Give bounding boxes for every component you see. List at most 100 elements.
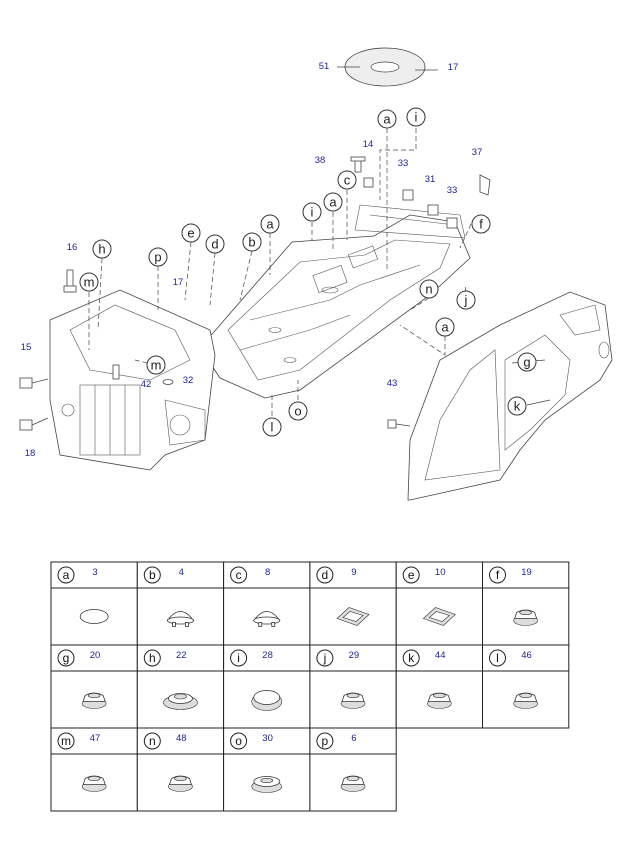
- legend-part-number: 44: [435, 650, 446, 661]
- legend-cell-o: o 30: [223, 727, 311, 812]
- callout-letter: a: [266, 217, 274, 232]
- callout-letter: l: [271, 420, 274, 435]
- legend-part-number: 10: [435, 567, 446, 578]
- part-number-label: 15: [21, 342, 32, 353]
- callout-letter: m: [151, 358, 162, 373]
- legend-part-rect-frame-icon: [336, 607, 370, 626]
- callout-d: d: [205, 234, 225, 254]
- legend-part-plug-round-icon: [427, 692, 452, 709]
- callout-j: j: [456, 290, 476, 310]
- callout-letter: i: [311, 205, 314, 220]
- legend-part-number: 22: [176, 650, 187, 661]
- callout-letter: c: [344, 173, 351, 188]
- callout-i: i: [302, 202, 322, 222]
- callout-letter: a: [383, 112, 391, 127]
- callout-letter: h: [98, 242, 105, 257]
- callout-c: c: [337, 170, 357, 190]
- legend-part-cap-tabs-icon: [166, 611, 195, 627]
- part-number-label: 17: [448, 62, 459, 73]
- part-number-label: 38: [315, 155, 326, 166]
- legend-cell-e: e 10: [395, 561, 484, 646]
- legend-part-number: 6: [351, 733, 356, 744]
- legend-letter: e: [408, 568, 415, 582]
- legend-letter: b: [149, 568, 156, 582]
- legend-letter: d: [322, 568, 329, 582]
- legend-part-number: 48: [176, 733, 187, 744]
- legend-part-number: 28: [262, 650, 273, 661]
- callout-letter: d: [211, 237, 218, 252]
- front-end-illustration: [49, 289, 216, 471]
- part-number-label: 31: [425, 174, 436, 185]
- callout-letter: e: [187, 226, 194, 241]
- legend-part-number: 20: [90, 650, 101, 661]
- part-number-label: 43: [387, 378, 398, 389]
- callout-letter: i: [415, 110, 418, 125]
- callout-a: a: [260, 214, 280, 234]
- legend-letter: n: [149, 734, 156, 748]
- legend-letter: m: [61, 734, 71, 748]
- callout-p: p: [148, 247, 168, 267]
- legend-part-number: 4: [179, 567, 184, 578]
- legend-cell-g: g 20: [50, 644, 138, 729]
- legend-letter: g: [63, 651, 70, 665]
- callout-l: l: [262, 417, 282, 437]
- callout-k: k: [507, 396, 527, 416]
- legend-cell-m: m 47: [50, 727, 138, 812]
- legend-part-plug-round-icon: [81, 692, 107, 709]
- legend-letter: a: [63, 568, 70, 582]
- callout-letter: k: [514, 399, 521, 414]
- legend-cell-l: l 46: [482, 644, 570, 729]
- callout-letter: p: [154, 250, 161, 265]
- legend-cell-n: n 48: [136, 727, 225, 812]
- callout-i: i: [406, 107, 426, 127]
- legend-part-number: 46: [521, 650, 532, 661]
- callout-b: b: [242, 232, 262, 252]
- callout-letter: a: [441, 320, 449, 335]
- callout-letter: o: [294, 404, 301, 419]
- hardware-illustrations: [19, 156, 491, 431]
- legend-part-number: 8: [265, 567, 270, 578]
- callout-letter: b: [248, 235, 255, 250]
- legend-part-cap-tabs-icon: [252, 611, 281, 627]
- legend-part-oval-flat-icon: [79, 609, 109, 624]
- callout-a: a: [435, 317, 455, 337]
- part-number-label: 16: [67, 242, 78, 253]
- floor-panel-illustration: [199, 204, 471, 399]
- legend-part-number: 47: [90, 733, 101, 744]
- callout-m: m: [79, 272, 99, 292]
- legend-part-oval-plug-icon: [251, 690, 283, 711]
- legend-part-plug-round-icon: [513, 609, 538, 626]
- part-number-label: 42: [141, 379, 152, 390]
- legend-part-plug-round-icon: [340, 775, 366, 792]
- insulation-pad-illustration: [337, 47, 438, 87]
- callout-f: f: [471, 214, 491, 234]
- legend-part-number: 29: [349, 650, 360, 661]
- part-number-label: 33: [447, 185, 458, 196]
- legend-part-number: 30: [262, 733, 273, 744]
- side-panel-illustration: [407, 291, 613, 501]
- legend-part-plug-round-icon: [81, 775, 107, 792]
- legend-letter: f: [496, 568, 500, 582]
- legend-part-plug-round-icon: [513, 692, 538, 709]
- callout-a: a: [323, 192, 343, 212]
- part-number-label: 14: [363, 139, 374, 150]
- callout-g: g: [517, 352, 537, 372]
- callout-letter: f: [479, 217, 483, 232]
- legend-part-plug-round-icon: [168, 775, 193, 792]
- part-number-label: 32: [183, 375, 194, 386]
- callout-paths: [88, 128, 551, 416]
- callout-n: n: [419, 279, 439, 299]
- part-number-label: 51: [319, 61, 330, 72]
- callout-o: o: [288, 401, 308, 421]
- callout-h: h: [92, 239, 112, 259]
- legend-letter: o: [235, 734, 242, 748]
- legend-letter: l: [496, 651, 499, 665]
- legend-letter: p: [322, 734, 329, 748]
